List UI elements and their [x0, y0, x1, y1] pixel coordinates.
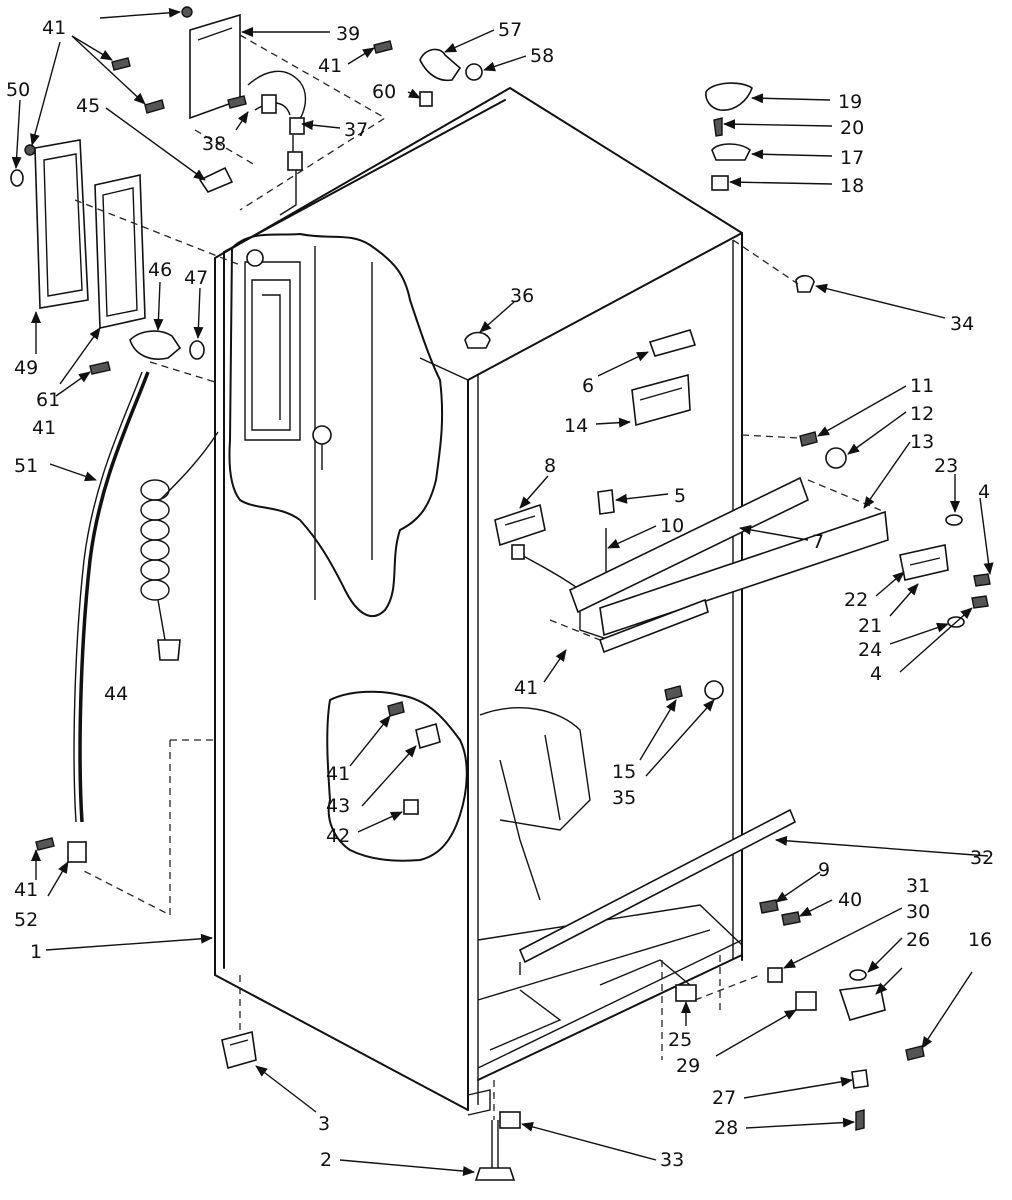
rear-access-cover	[10, 6, 483, 383]
callout-50: 50	[6, 79, 30, 101]
callout-45: 45	[76, 95, 100, 117]
callout-38: 38	[202, 133, 226, 155]
callout-41: 41	[32, 417, 56, 439]
callout-4: 4	[870, 663, 882, 685]
callout-27: 27	[712, 1087, 736, 1109]
callout-32: 32	[970, 847, 994, 869]
lower-cutaway	[326, 690, 591, 901]
callout-61: 61	[36, 389, 60, 411]
callout-36: 36	[510, 285, 534, 307]
callout-51: 51	[14, 455, 38, 477]
callout-10: 10	[660, 515, 684, 537]
callout-19: 19	[838, 91, 862, 113]
callout-60: 60	[372, 81, 396, 103]
callout-37: 37	[344, 119, 368, 141]
callout-18: 18	[840, 175, 864, 197]
callout-52: 52	[14, 909, 38, 931]
callout-33: 33	[660, 1149, 684, 1171]
callout-labels: 41 39 41 57 58 60 50 45 38 37 19 20 17 1…	[6, 17, 994, 1171]
callout-49: 49	[14, 357, 38, 379]
callout-8: 8	[544, 455, 556, 477]
callout-47: 47	[184, 267, 208, 289]
callout-2: 2	[320, 1149, 332, 1171]
callout-23: 23	[934, 455, 958, 477]
callout-17: 17	[840, 147, 864, 169]
callout-15: 15	[612, 761, 636, 783]
callout-7: 7	[812, 531, 824, 553]
callout-41: 41	[318, 55, 342, 77]
callout-39: 39	[336, 23, 360, 45]
callout-26: 26	[906, 929, 930, 951]
callout-40: 40	[838, 889, 862, 911]
callout-31: 31	[906, 875, 930, 897]
callout-42: 42	[326, 825, 350, 847]
callout-5: 5	[674, 485, 686, 507]
callout-22: 22	[844, 589, 868, 611]
callout-20: 20	[840, 117, 864, 139]
callout-21: 21	[858, 615, 882, 637]
upper-cutaway	[228, 233, 444, 617]
water-tube-and-cord	[35, 371, 219, 917]
callout-25: 25	[668, 1029, 692, 1051]
callout-58: 58	[530, 45, 554, 67]
callout-16: 16	[968, 929, 992, 951]
callout-46: 46	[148, 259, 172, 281]
callout-41: 41	[42, 17, 66, 39]
callout-6: 6	[582, 375, 594, 397]
callout-44: 44	[104, 683, 128, 705]
callout-43: 43	[326, 795, 350, 817]
callout-34: 34	[950, 313, 974, 335]
callout-3: 3	[318, 1113, 330, 1135]
hinge-hardware	[221, 82, 991, 1181]
cabinet-body	[214, 87, 743, 1116]
callout-41: 41	[14, 879, 38, 901]
callout-1: 1	[30, 941, 42, 963]
callout-14: 14	[564, 415, 588, 437]
callout-9: 9	[818, 859, 830, 881]
callout-12: 12	[910, 403, 934, 425]
callout-41: 41	[514, 677, 538, 699]
leader-arrows	[11, 7, 994, 1176]
callout-41: 41	[326, 763, 350, 785]
callout-13: 13	[910, 431, 934, 453]
callout-35: 35	[612, 787, 636, 809]
callout-30: 30	[906, 901, 930, 923]
callout-11: 11	[910, 375, 934, 397]
callout-24: 24	[858, 639, 882, 661]
callout-4: 4	[978, 481, 990, 503]
callout-28: 28	[714, 1117, 738, 1139]
callout-57: 57	[498, 19, 522, 41]
callout-29: 29	[676, 1055, 700, 1077]
